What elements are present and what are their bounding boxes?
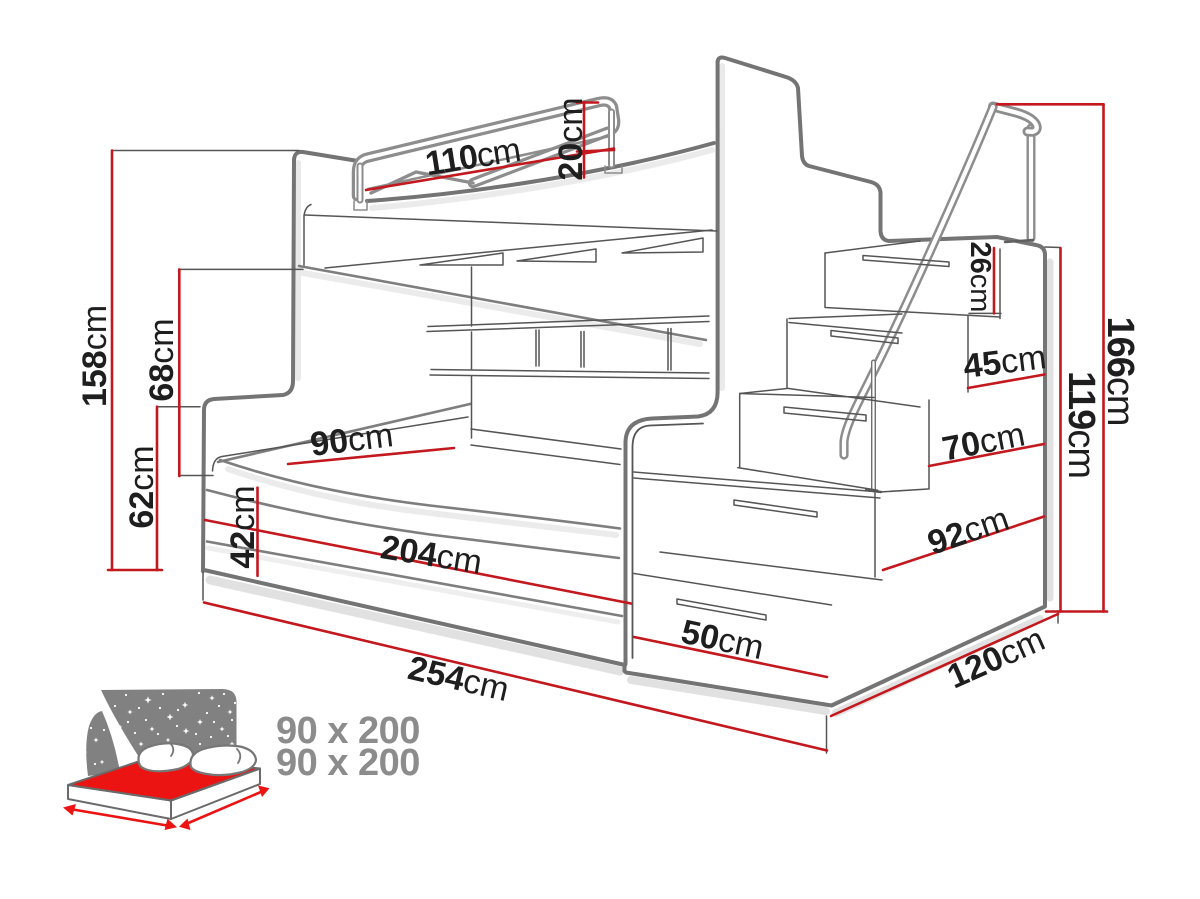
svg-text:42cm: 42cm <box>224 485 262 568</box>
svg-text:26cm: 26cm <box>964 242 996 313</box>
svg-text:68cm: 68cm <box>143 318 181 401</box>
svg-text:20cm: 20cm <box>552 97 590 180</box>
svg-text:158cm: 158cm <box>76 305 114 407</box>
svg-text:50cm: 50cm <box>678 613 767 667</box>
svg-text:166cm: 166cm <box>1099 316 1141 425</box>
svg-text:90 x 200: 90 x 200 <box>276 710 420 752</box>
svg-text:119cm: 119cm <box>1060 371 1102 478</box>
svg-text:90cm: 90cm <box>308 416 395 464</box>
svg-text:204cm: 204cm <box>378 528 485 581</box>
svg-text:254cm: 254cm <box>404 649 512 709</box>
svg-text:92cm: 92cm <box>923 500 1014 563</box>
svg-text:70cm: 70cm <box>939 415 1028 468</box>
svg-text:110cm: 110cm <box>423 131 523 183</box>
svg-text:62cm: 62cm <box>123 445 161 528</box>
svg-text:120cm: 120cm <box>942 620 1051 696</box>
svg-text:90 x 200: 90 x 200 <box>276 742 420 784</box>
svg-text:45cm: 45cm <box>961 338 1048 386</box>
